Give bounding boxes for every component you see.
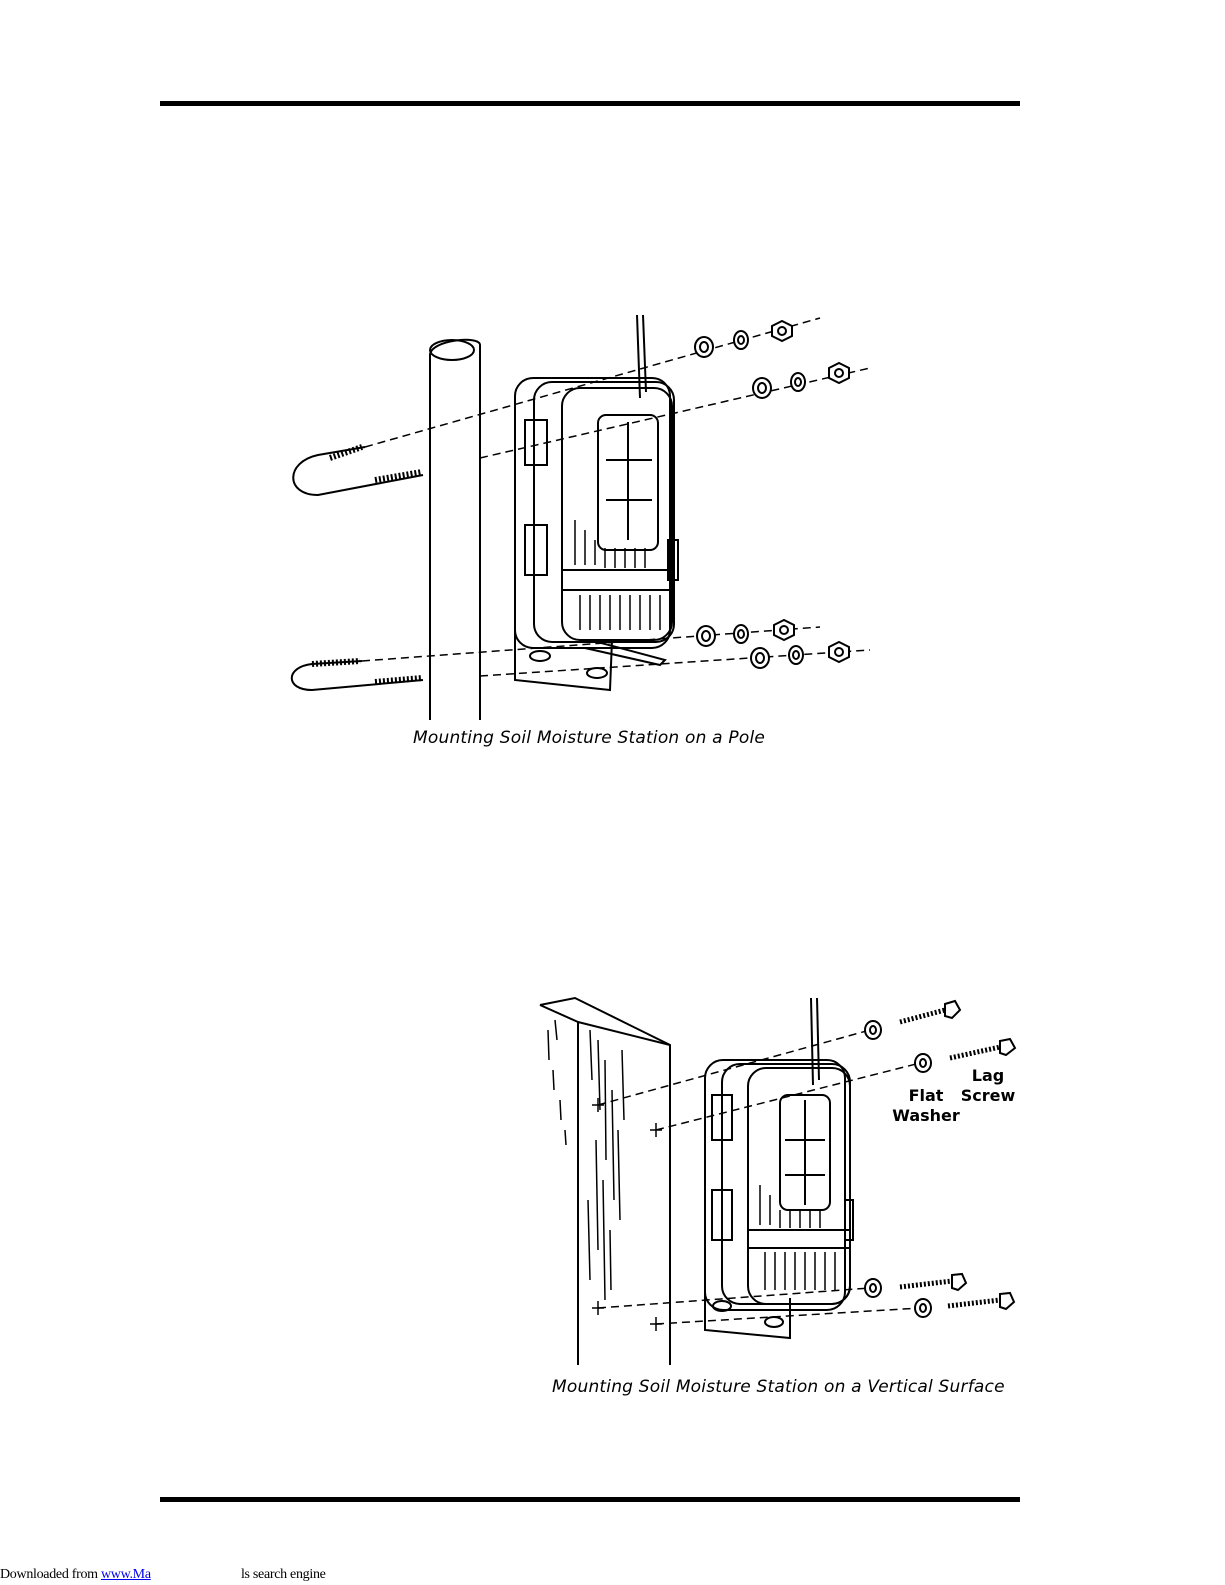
footer-suffix: ls search engine bbox=[241, 1567, 326, 1582]
lag-label-line2: Screw bbox=[958, 1086, 1018, 1106]
washer-label-line2: Washer bbox=[890, 1106, 962, 1126]
washer-label-line1: Flat bbox=[890, 1086, 962, 1106]
flat-washer-label: Flat Washer bbox=[890, 1086, 962, 1126]
lag-label-line1: Lag bbox=[958, 1066, 1018, 1086]
footer-rule bbox=[160, 1497, 1020, 1502]
lag-screw-label: Lag Screw bbox=[958, 1066, 1018, 1106]
footer-link[interactable]: www.Ma bbox=[101, 1567, 241, 1583]
footer-prefix: Downloaded from bbox=[0, 1567, 101, 1582]
surface-mount-caption: Mounting Soil Moisture Station on a Vert… bbox=[552, 1377, 1005, 1397]
